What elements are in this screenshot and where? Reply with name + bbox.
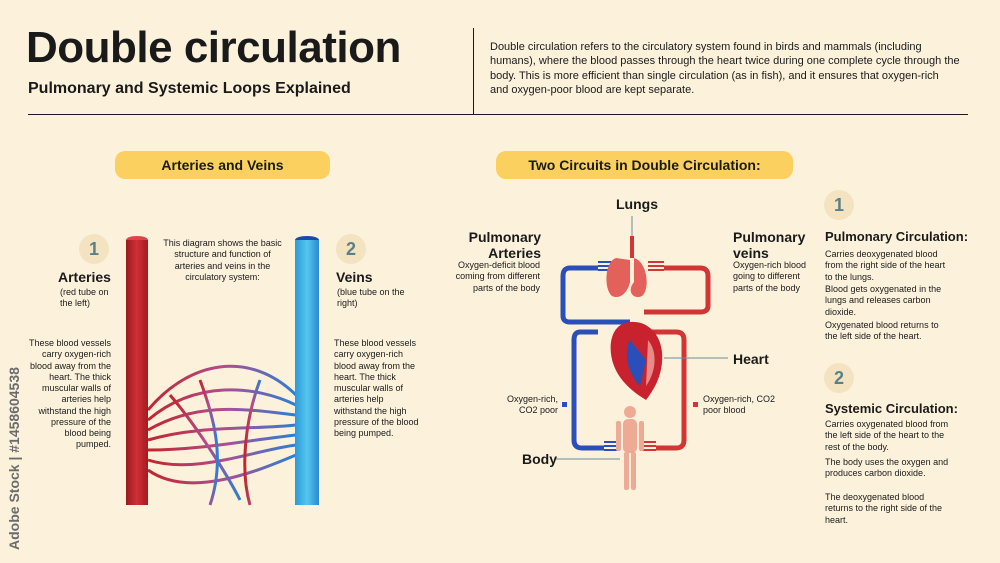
- systemic-point-1: Carries oxygenated blood from the left s…: [825, 419, 949, 452]
- arteries-description: These blood vessels carry oxygen-rich bl…: [28, 338, 111, 450]
- artery-tube: [126, 240, 148, 505]
- heart-graphic: [610, 321, 663, 400]
- page-title: Double circulation: [26, 23, 401, 72]
- arteries-veins-heading: Arteries and Veins: [115, 151, 330, 179]
- pulmonary-title: Pulmonary Circulation:: [825, 229, 969, 244]
- lungs-label: Lungs: [616, 196, 658, 212]
- legend-blue-label: Oxygen-rich, CO2 poor: [506, 394, 558, 416]
- body-figure: [616, 406, 644, 490]
- body-label: Body: [522, 451, 557, 467]
- legend-red-swatch: [693, 402, 698, 407]
- pulmonary-veins-title: Pulmonary veins: [733, 229, 806, 261]
- arteries-number-badge: 1: [79, 234, 109, 264]
- pulmonary-artery-path: [560, 265, 630, 325]
- intro-text: Double circulation refers to the circula…: [490, 41, 960, 96]
- systemic-title: Systemic Circulation:: [825, 401, 958, 416]
- legend-red-label: Oxygen-rich, CO2 poor blood: [703, 394, 776, 416]
- capillary-network: [146, 364, 298, 506]
- systemic-point-3: The deoxygenated blood returns to the ri…: [825, 492, 943, 525]
- veins-number-badge: 2: [336, 234, 366, 264]
- vena-cava-path: [571, 329, 604, 451]
- pulmonary-point-1: Carries deoxygenated blood from the righ…: [825, 249, 946, 282]
- heart-label: Heart: [733, 351, 769, 367]
- legend-blue-swatch: [562, 402, 567, 407]
- veins-note: (blue tube on the right): [337, 287, 405, 309]
- arteries-note: (red tube on the left): [60, 287, 109, 309]
- veins-title: Veins: [336, 269, 373, 285]
- pulmonary-veins-note: Oxygen-rich blood going to different par…: [733, 260, 807, 293]
- lungs-graphic: [606, 236, 647, 298]
- pulmonary-point-2: Blood gets oxygenated in the lungs and r…: [825, 284, 942, 317]
- veins-description: These blood vessels carry oxygen-rich bl…: [334, 338, 419, 438]
- pulmonary-arteries-title: Pulmonary Arteries: [468, 229, 541, 261]
- header-rule: [28, 114, 968, 115]
- page-subtitle: Pulmonary and Systemic Loops Explained: [28, 80, 351, 97]
- vein-tube: [295, 240, 319, 505]
- systemic-number-badge: 2: [824, 363, 854, 393]
- header-divider: [473, 28, 474, 114]
- arteries-title: Arteries: [58, 269, 111, 285]
- pulmonary-point-3: Oxygenated blood returns to the left sid…: [825, 320, 939, 342]
- pulmonary-number-badge: 1: [824, 190, 854, 220]
- vessels-center-note: This diagram shows the basic structure a…: [163, 238, 282, 282]
- pulmonary-arteries-note: Oxygen-deficit blood coming from differe…: [455, 260, 540, 293]
- aorta-path: [650, 329, 687, 451]
- pulmonary-vein-path: [644, 265, 711, 315]
- systemic-point-2: The body uses the oxygen and produces ca…: [825, 457, 949, 479]
- two-circuits-heading: Two Circuits in Double Circulation:: [496, 151, 793, 179]
